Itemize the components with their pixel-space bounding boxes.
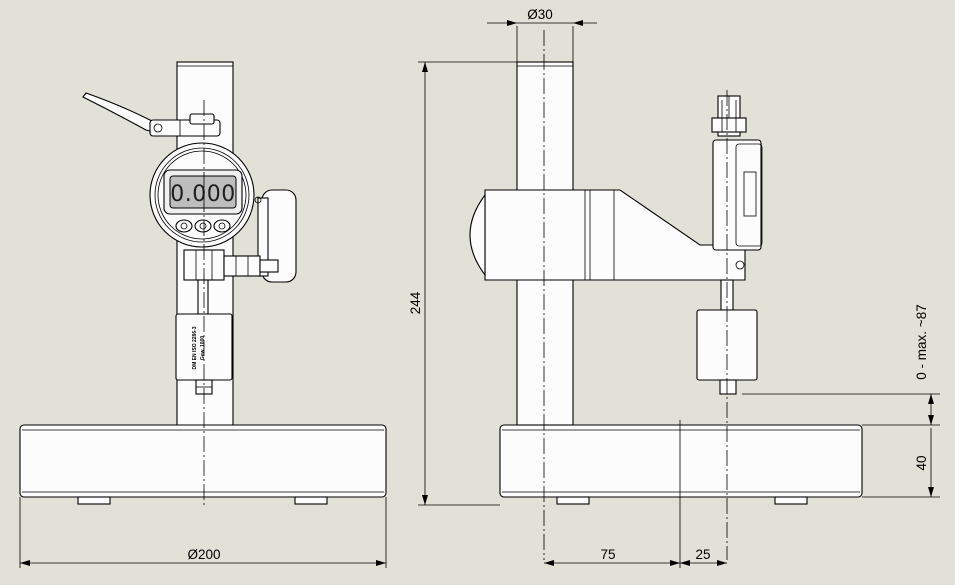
dimensions: Ø30 244 0 - max. ~87 40 Ø200 (19, 7, 940, 568)
front-view: 0.000 DM EN ISO 2286-3 Gew. 1000 (19, 61, 387, 505)
dim-stroke-range: 0 - max. ~87 (914, 304, 929, 379)
gauge-reading: 0.000 (170, 182, 235, 207)
front-base (19, 424, 387, 498)
side-base (499, 424, 863, 498)
dim-offset-column: 75 (600, 547, 615, 562)
front-foot-left (77, 496, 111, 505)
gauge-lcd (169, 175, 237, 209)
dim-column-diameter: Ø30 (527, 7, 553, 22)
lift-lever (82, 92, 159, 133)
side-clamp-arm (484, 189, 746, 281)
gauge-button-left (175, 219, 193, 233)
side-foot-left (556, 496, 590, 505)
weight-stamp-line1: DM EN ISO 2286-3 (192, 326, 198, 369)
dim-offset-probe: 25 (695, 547, 710, 562)
gauge-button-middle (194, 219, 212, 233)
front-foot-right (294, 496, 328, 505)
dim-base-height: 40 (914, 455, 929, 470)
side-foot-right (774, 496, 808, 505)
gauge-button-right (213, 219, 231, 233)
weight-stamp-line2: Gew. 1000 (200, 336, 206, 360)
side-view (469, 30, 863, 560)
dim-height-total: 244 (408, 291, 423, 314)
front-clamp-screw (223, 255, 261, 277)
side-indicator-body (712, 139, 762, 251)
front-probe-stem (197, 279, 209, 315)
arm-pivot-hole (735, 260, 745, 270)
dim-base-diameter: Ø200 (187, 547, 220, 562)
